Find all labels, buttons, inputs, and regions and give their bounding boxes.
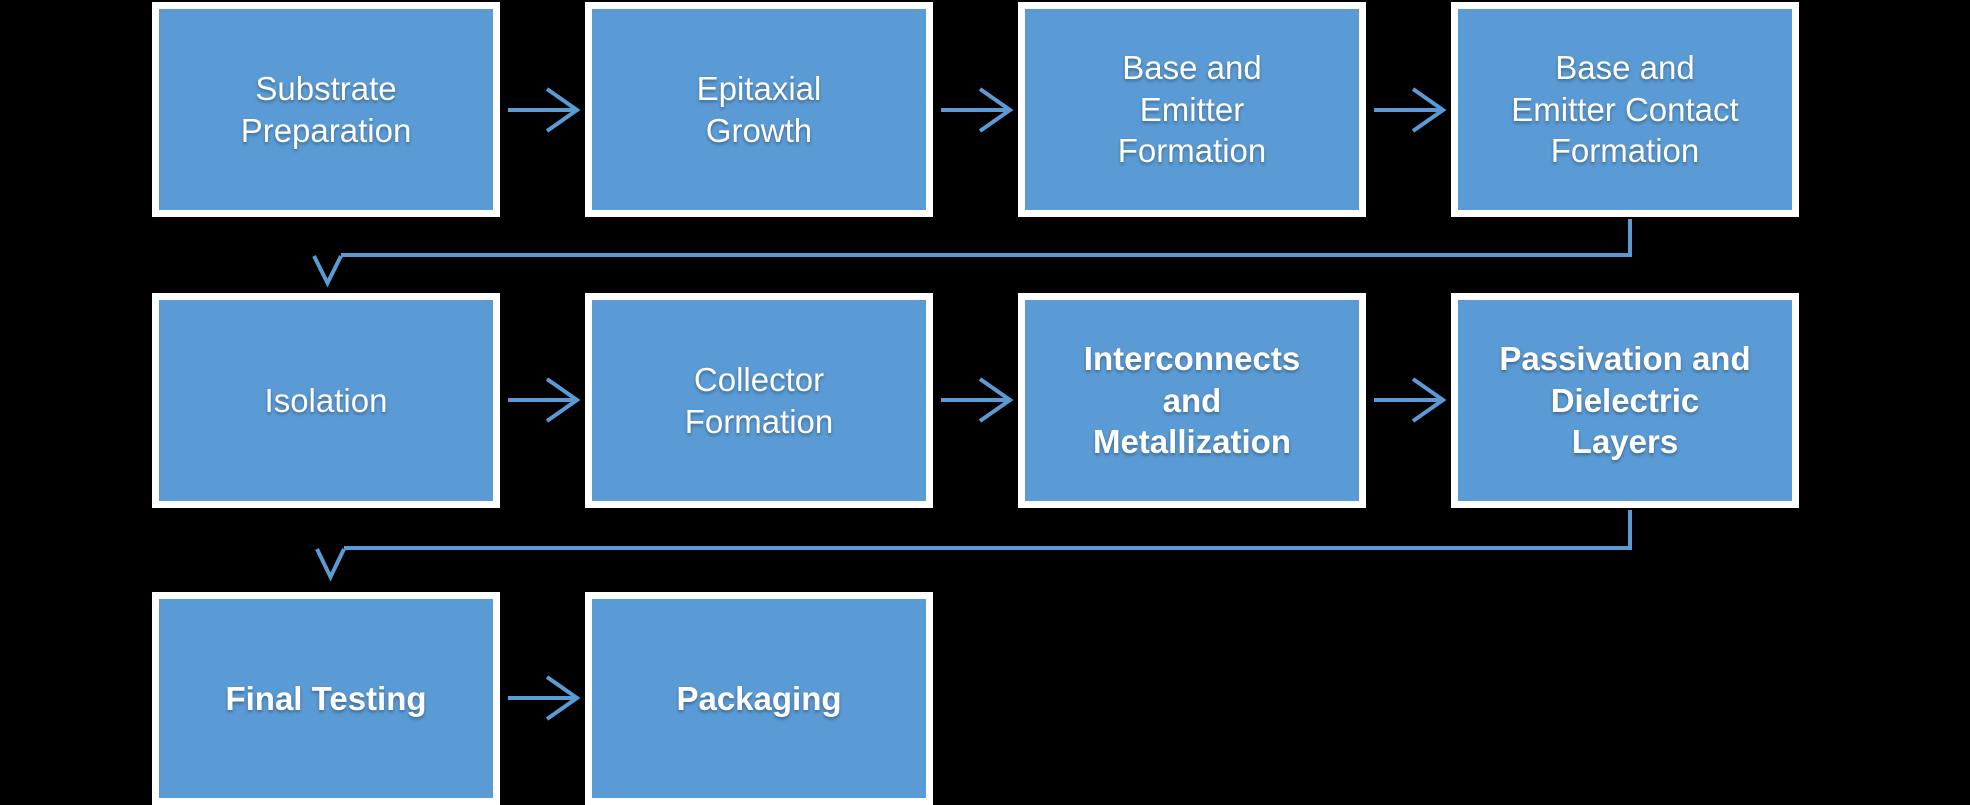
arrow-substrate-to-epitaxial [508, 87, 581, 133]
box-label-collector-formation: Collector Formation [684, 360, 834, 440]
arrow-final-testing-to-packaging [508, 675, 581, 721]
elbow-passivation-to-final-testing [315, 510, 1632, 582]
flow-box-epitaxial-growth: Epitaxial Growth [585, 2, 933, 217]
flow-box-base-emitter-contact-formation: Base and Emitter Contact Formation [1451, 2, 1799, 217]
arrow-epitaxial-to-base-emitter [941, 87, 1014, 133]
box-label-base-emitter-formation: Base and Emitter Formation [1117, 49, 1267, 170]
arrow-base-emitter-to-contact [1374, 87, 1447, 133]
flow-box-base-emitter-formation: Base and Emitter Formation [1018, 2, 1366, 217]
box-label-epitaxial-growth: Epitaxial Growth [696, 69, 822, 149]
box-label-base-emitter-contact-formation: Base and Emitter Contact Formation [1511, 49, 1739, 170]
flow-box-isolation: Isolation [152, 293, 500, 508]
arrow-isolation-to-collector [508, 377, 581, 423]
box-label-packaging: Packaging [676, 679, 842, 717]
flow-box-substrate-preparation: Substrate Preparation [152, 2, 500, 217]
box-label-passivation-dielectric-layers: Passivation and Dielectric Layers [1499, 340, 1751, 461]
box-label-interconnects-metallization: Interconnects and Metallization [1083, 340, 1301, 461]
flow-box-collector-formation: Collector Formation [585, 293, 933, 508]
flow-box-passivation-dielectric-layers: Passivation and Dielectric Layers [1451, 293, 1799, 508]
arrow-collector-to-interconnects [941, 377, 1014, 423]
flow-box-final-testing: Final Testing [152, 592, 500, 805]
arrow-interconnects-to-passivation [1374, 377, 1447, 423]
box-label-isolation: Isolation [264, 381, 388, 419]
box-label-substrate-preparation: Substrate Preparation [240, 69, 412, 149]
box-label-final-testing: Final Testing [225, 679, 427, 717]
flow-box-packaging: Packaging [585, 592, 933, 805]
flow-box-interconnects-metallization: Interconnects and Metallization [1018, 293, 1366, 508]
elbow-contact-formation-to-isolation [312, 219, 1632, 288]
